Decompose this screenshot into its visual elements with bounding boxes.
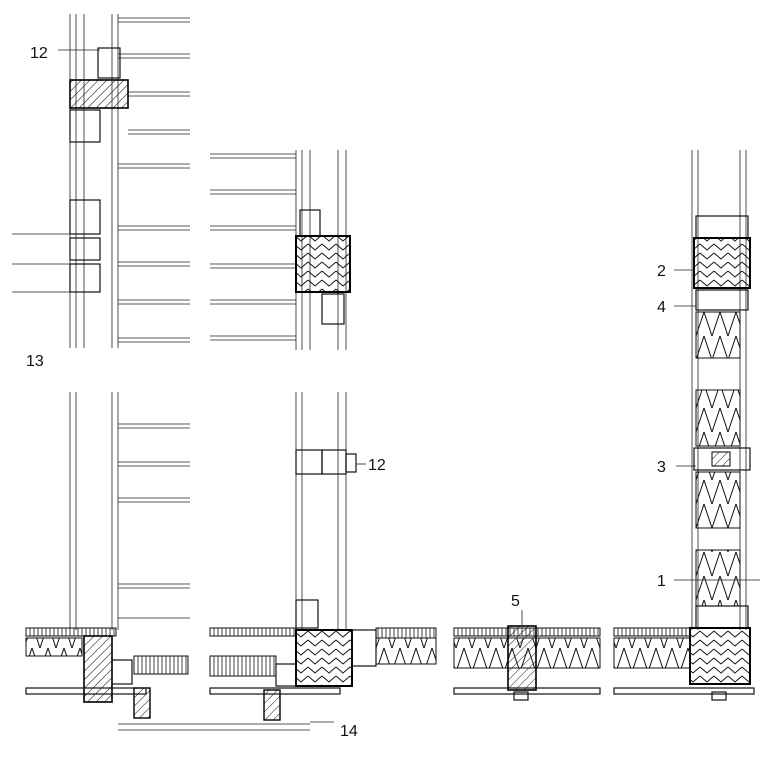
callout-4: 4 — [657, 299, 666, 316]
callout-12-middle: 12 — [368, 457, 386, 474]
callout-14: 14 — [340, 723, 358, 740]
second-wall-section — [210, 150, 357, 630]
callout-2: 2 — [657, 263, 666, 280]
right-wall-section — [613, 150, 755, 701]
floor-detail-second — [209, 599, 437, 731]
floor-detail-5 — [453, 625, 601, 701]
callout-12-top: 12 — [30, 45, 48, 62]
left-wall-section — [12, 14, 190, 630]
callout-5: 5 — [511, 593, 520, 610]
callout-3: 3 — [657, 459, 666, 476]
callout-1: 1 — [657, 573, 666, 590]
floor-detail-left — [25, 627, 210, 731]
leader-lines — [58, 49, 760, 723]
callout-13: 13 — [26, 353, 44, 370]
